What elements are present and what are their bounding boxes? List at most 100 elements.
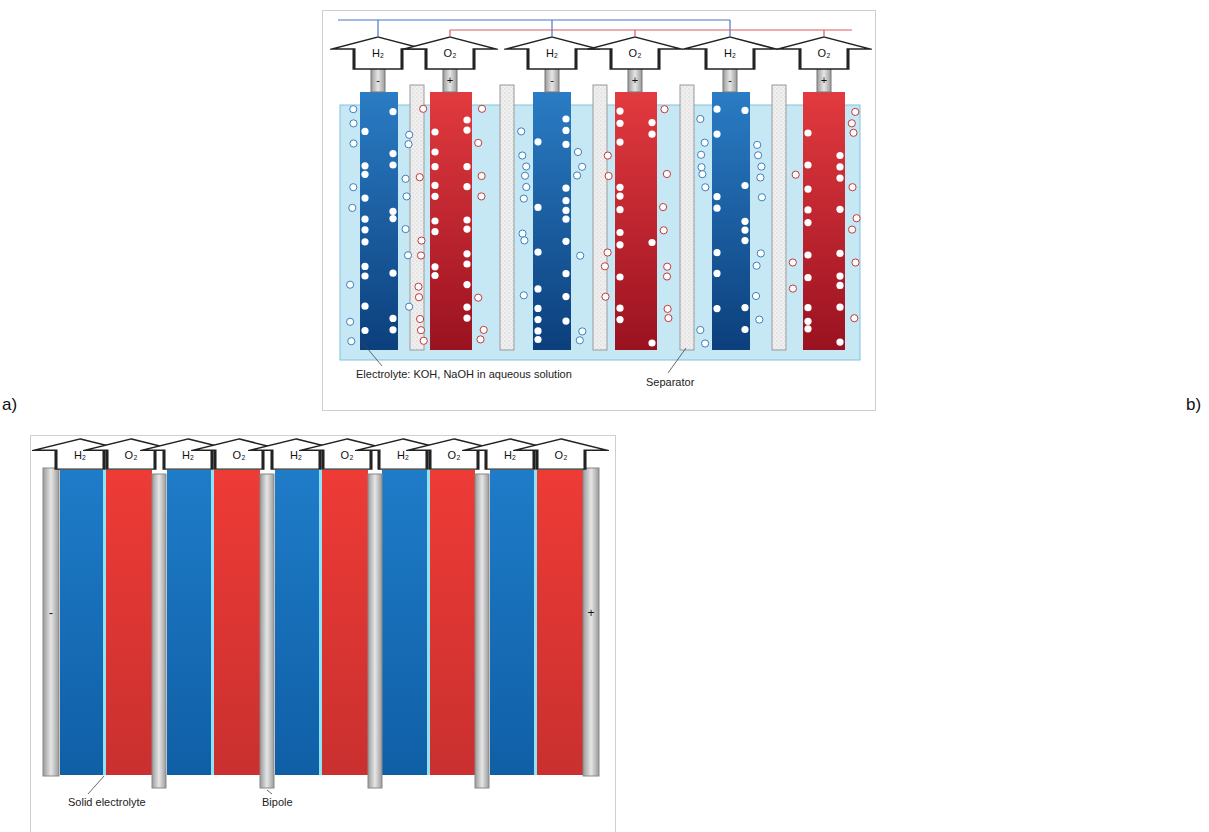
gas-bubble (602, 293, 609, 300)
gas-bubble (519, 152, 526, 159)
cells (60, 470, 583, 775)
gas-bubble (389, 150, 396, 157)
gas-bubble (702, 184, 709, 191)
gas-bubble (534, 204, 541, 211)
polarity-sign: - (49, 607, 53, 620)
gas-bubble (755, 152, 762, 159)
gas-bubble (574, 148, 581, 155)
gas-bubble (463, 304, 470, 311)
gas-bubble (836, 152, 843, 159)
gas-bubble (463, 216, 470, 223)
gas-bubble (616, 108, 623, 115)
gas-bubble (698, 151, 705, 158)
gas-bubble (713, 131, 720, 138)
gas-bubble (836, 273, 843, 280)
gas-bubble (562, 318, 569, 325)
gas-bubble (616, 229, 623, 236)
gas-bubble (417, 315, 424, 322)
gas-bubble (789, 259, 796, 266)
gas-bubble (478, 172, 485, 179)
gas-bubble (756, 316, 763, 323)
gas-bubble (616, 305, 623, 312)
gas-bubble (664, 263, 671, 270)
gas-bubble (348, 338, 355, 345)
gas-bubble (431, 193, 438, 200)
gas-bubble (758, 194, 765, 201)
gas-bubble (389, 270, 396, 277)
gas-bubble (477, 336, 484, 343)
gas-bubble (562, 127, 569, 134)
gas-bubble (361, 171, 368, 178)
gas-bubble (574, 172, 581, 179)
gas-bubble (804, 219, 811, 226)
polarity-sign: + (632, 74, 638, 86)
gas-bubble (519, 230, 526, 237)
gas-bubble (741, 182, 748, 189)
gas-bubble (463, 226, 470, 233)
gas-bubble (415, 294, 422, 301)
gas-outlet-arrow: O₂ (513, 438, 609, 470)
gas-bubble (616, 273, 623, 280)
gas-bubble (713, 205, 720, 212)
gas-bubble (648, 119, 655, 126)
gas-bubble (850, 129, 857, 136)
gas-bubbles (347, 105, 861, 347)
gas-bubble (405, 141, 412, 148)
gas-bubble (836, 206, 843, 213)
gas-bubble (562, 216, 569, 223)
gas-bubble (478, 105, 485, 112)
gas-bubble (389, 161, 396, 168)
gas-bubble (350, 120, 357, 127)
gas-bubble (361, 128, 368, 135)
gas-bubble (418, 237, 425, 244)
gas-bubble (804, 129, 811, 136)
gas-bubble (664, 305, 671, 312)
gas-bubble (616, 316, 623, 323)
gas-bubble (523, 163, 530, 170)
gas-bubble (562, 207, 569, 214)
gas-bubble (478, 193, 485, 200)
callout-label: Electrolyte: KOH, NaOH in aqueous soluti… (356, 368, 572, 380)
gas-bubble (431, 228, 438, 235)
gas-bubble (616, 120, 623, 127)
gas-bubble (648, 131, 655, 138)
gas-bubble (521, 237, 528, 244)
gas-bubble (699, 171, 706, 178)
gas-bubble (836, 250, 843, 257)
gas-bubble (417, 327, 424, 334)
gas-bubble (853, 215, 860, 222)
gas-bubble (741, 227, 748, 234)
gas-bubble (404, 252, 411, 259)
gas-bubble (431, 217, 438, 224)
gas-label: O₂ (402, 48, 498, 59)
gas-bubble (389, 108, 396, 115)
gas-bubble (361, 238, 368, 245)
gas-bubble (836, 339, 843, 346)
gas-bubble (698, 164, 705, 171)
polarity-sign: + (587, 607, 594, 620)
gas-bubble (347, 318, 354, 325)
gas-bubble (562, 197, 569, 204)
gas-bubble (463, 260, 470, 267)
gas-bubble (836, 163, 843, 170)
gas-bubble (851, 315, 858, 322)
gas-bubble (579, 163, 586, 170)
gas-outlet-arrow: O₂ (587, 36, 683, 70)
gas-bubble (523, 183, 530, 190)
gas-bubble (350, 184, 357, 191)
gas-bubble (389, 208, 396, 215)
gas-bubble (431, 263, 438, 270)
gas-bubble (836, 304, 843, 311)
gas-bubble (792, 171, 799, 178)
gas-bubble (463, 183, 470, 190)
electrodes (360, 92, 845, 350)
gas-bubble (361, 303, 368, 310)
gas-bubble (361, 162, 368, 169)
gas-bubble (713, 270, 720, 277)
callout-label: Separator (646, 376, 694, 388)
gas-bubble (754, 141, 761, 148)
gas-bubble (836, 175, 843, 182)
gas-bubble (562, 185, 569, 192)
gas-bubble (753, 262, 760, 269)
